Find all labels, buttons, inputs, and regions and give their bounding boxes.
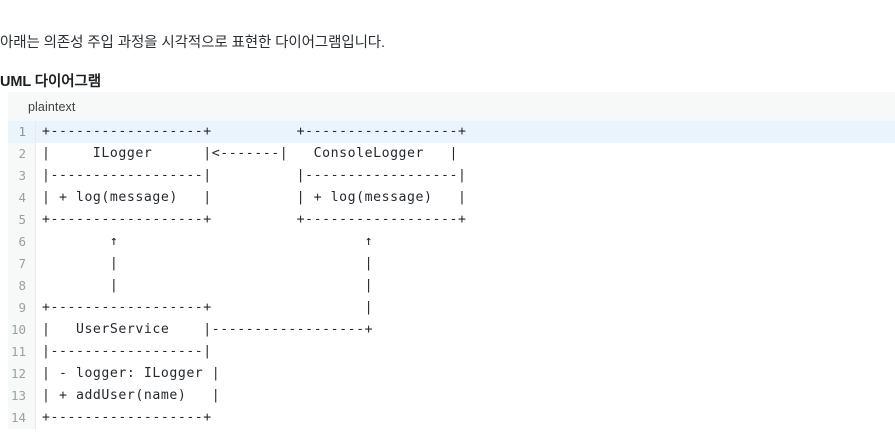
code-block-body[interactable]: 1 +------------------+ +-----------------… [8, 121, 895, 429]
code-line: 11 |------------------| [8, 341, 895, 363]
code-line: 14 +------------------+ [8, 407, 895, 429]
code-line-text: |------------------| [42, 344, 212, 359]
line-number: 11 [8, 341, 36, 363]
code-line-text: | | [42, 256, 374, 271]
code-line: 9 +------------------+ | [8, 297, 895, 319]
line-number: 8 [8, 275, 36, 297]
line-number: 6 [8, 231, 36, 253]
intro-paragraph: 아래는 의존성 주입 과정을 시각적으로 표현한 다이어그램입니다. [0, 34, 385, 51]
line-number: 2 [8, 143, 36, 165]
code-line: 4 | + log(message) | | + log(message) | [8, 187, 895, 209]
line-number: 3 [8, 165, 36, 187]
page-title: UML 다이어그램 [0, 73, 101, 90]
code-line: 3 |------------------| |-----------------… [8, 165, 895, 187]
code-line-text: | ILogger |<-------| ConsoleLogger | [42, 146, 458, 161]
line-number: 7 [8, 253, 36, 275]
line-number: 10 [8, 319, 36, 341]
code-line-text: +------------------+ | [42, 300, 374, 315]
code-line-text: | + addUser(name) | [42, 388, 221, 403]
code-line: 7 | | [8, 253, 895, 275]
code-language-label: plaintext [28, 99, 76, 114]
line-number: 9 [8, 297, 36, 319]
code-line-text: | | [42, 278, 374, 293]
line-number: 14 [8, 407, 36, 429]
code-line-text: ↑ ↑ [42, 234, 374, 249]
code-line-text: +------------------+ +------------------… [42, 124, 467, 139]
line-number: 5 [8, 209, 36, 231]
code-line: 8 | | [8, 275, 895, 297]
line-number: 13 [8, 385, 36, 407]
code-line-text: |------------------| |------------------… [42, 168, 467, 183]
code-line: 13 | + addUser(name) | [8, 385, 895, 407]
code-line: 2 | ILogger |<-------| ConsoleLogger | [8, 143, 895, 165]
code-line: 12 | - logger: ILogger | [8, 363, 895, 385]
code-line: 5 +------------------+ +-----------------… [8, 209, 895, 231]
code-block-header: plaintext [8, 92, 895, 121]
code-line: 1 +------------------+ +-----------------… [8, 121, 895, 143]
line-number: 12 [8, 363, 36, 385]
line-number: 4 [8, 187, 36, 209]
code-line: 6 ↑ ↑ [8, 231, 895, 253]
line-number: 1 [8, 121, 36, 143]
code-block: plaintext 1 +------------------+ +-------… [8, 92, 895, 429]
code-line-text: | + log(message) | | + log(message) | [42, 190, 467, 205]
code-line-text: +------------------+ +------------------… [42, 212, 467, 227]
code-line-text: | - logger: ILogger | [42, 366, 221, 381]
code-line-text: | UserService |------------------+ [42, 322, 374, 337]
code-line: 10 | UserService |------------------+ [8, 319, 895, 341]
code-line-text: +------------------+ [42, 410, 212, 425]
